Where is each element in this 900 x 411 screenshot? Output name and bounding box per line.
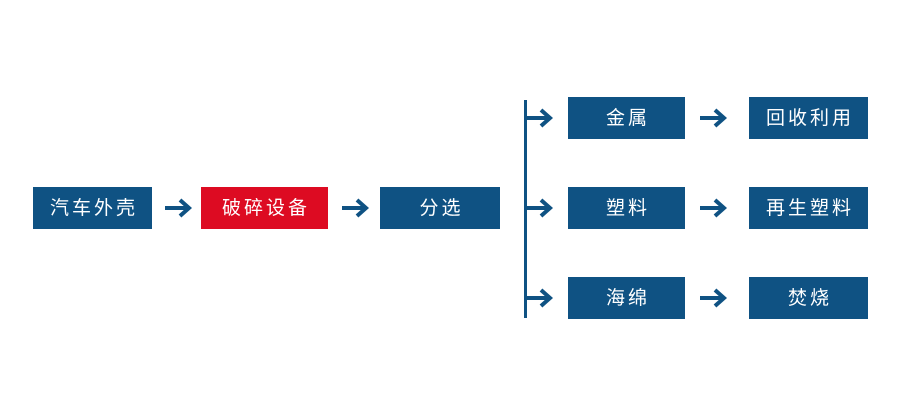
node-crusher-equipment[interactable]: 破碎设备 [201, 187, 328, 229]
right-arrow-icon [698, 193, 732, 223]
branch-right-arrow-icon [526, 285, 558, 311]
node-sponge[interactable]: 海绵 [568, 277, 685, 319]
node-regenerated-plastic[interactable]: 再生塑料 [749, 187, 868, 229]
right-arrow-icon [340, 193, 374, 223]
node-plastic[interactable]: 塑料 [568, 187, 685, 229]
node-metal[interactable]: 金属 [568, 97, 685, 139]
node-car-shell[interactable]: 汽车外壳 [33, 187, 152, 229]
node-sorting[interactable]: 分选 [380, 187, 500, 229]
right-arrow-icon [163, 193, 197, 223]
node-incineration[interactable]: 焚烧 [749, 277, 868, 319]
branch-right-arrow-icon [526, 195, 558, 221]
node-recycle-reuse[interactable]: 回收利用 [749, 97, 868, 139]
right-arrow-icon [698, 103, 732, 133]
right-arrow-icon [698, 283, 732, 313]
vertical-connector-line [524, 100, 527, 318]
branch-right-arrow-icon [526, 105, 558, 131]
